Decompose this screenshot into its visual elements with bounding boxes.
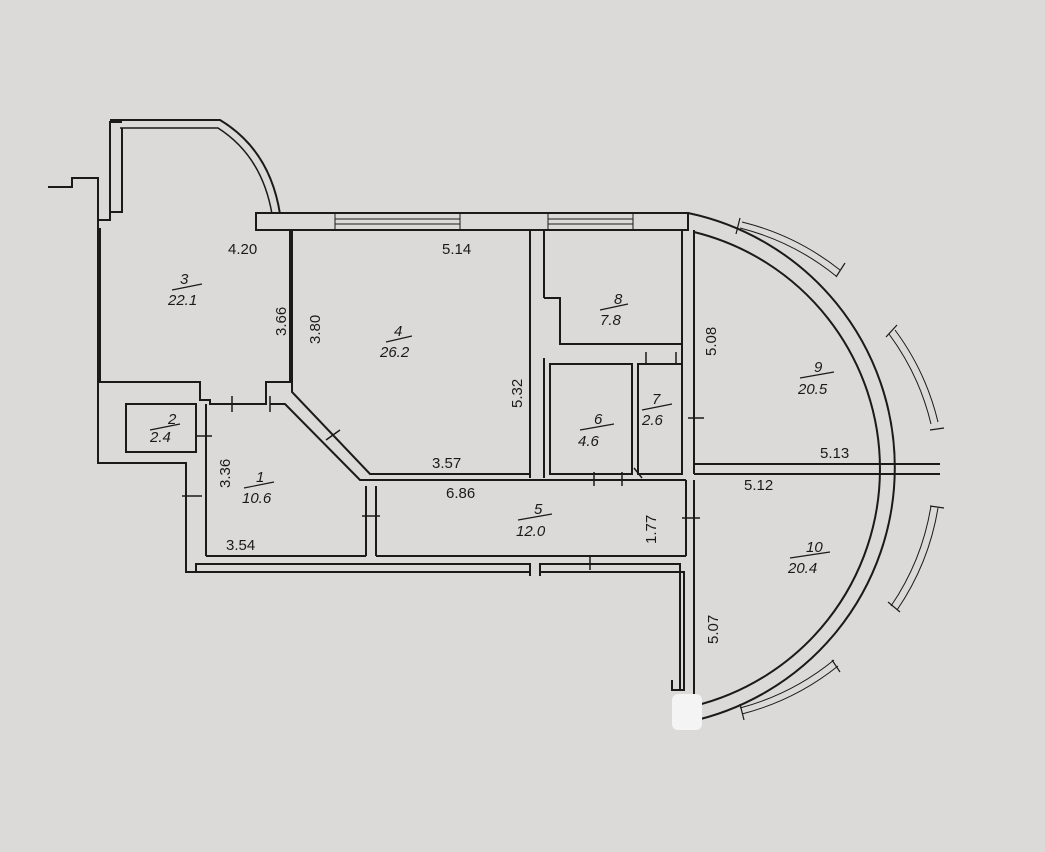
room-2-number: 2 <box>167 411 177 428</box>
dimension-labels: 4.20 5.14 3.66 3.80 5.32 5.08 3.36 3.57 … <box>217 241 849 644</box>
room-10-number: 10 <box>806 539 823 556</box>
dim-3-36: 3.36 <box>217 459 234 488</box>
room-7-number: 7 <box>652 391 661 408</box>
room-1-number: 1 <box>256 469 264 486</box>
bottom-wall <box>195 563 681 690</box>
dim-3-66: 3.66 <box>273 307 290 336</box>
room-6-area: 4.6 <box>578 433 600 450</box>
dim-6-86: 6.86 <box>446 485 475 502</box>
room-5-area: 12.0 <box>516 523 546 540</box>
room-8-area: 7.8 <box>600 312 622 329</box>
dim-5-32: 5.32 <box>509 379 526 408</box>
dim-5-07: 5.07 <box>705 615 722 644</box>
semicircle-walls <box>687 212 945 723</box>
room-2-area: 2.4 <box>149 429 171 446</box>
outer-wall-left <box>48 177 530 573</box>
interior-walls <box>125 230 940 706</box>
room-4-area: 26.2 <box>379 344 410 361</box>
semicircle-inner <box>693 231 881 707</box>
semicircle-outer <box>687 212 896 723</box>
room-9-area: 20.5 <box>797 381 828 398</box>
balcony-top-wall-inner <box>120 127 273 215</box>
dim-1-77: 1.77 <box>643 515 660 544</box>
room-9-number: 9 <box>814 359 823 376</box>
top-windows <box>334 212 634 231</box>
room-labels: 3 22.1 4 26.2 8 7.8 9 20.5 6 4.6 7 2.6 <box>149 271 835 577</box>
room-7-area: 2.6 <box>641 412 664 429</box>
bottom-wall-right <box>539 564 685 691</box>
room-label-1: 1 10.6 <box>242 469 275 507</box>
room-3-wall <box>99 128 291 405</box>
dim-5-13: 5.13 <box>820 445 849 462</box>
dim-3-54: 3.54 <box>226 537 255 554</box>
room-label-7: 7 2.6 <box>641 391 673 429</box>
room-label-4: 4 26.2 <box>379 323 413 361</box>
outer-walls <box>48 119 689 691</box>
room-6-number: 6 <box>594 411 603 428</box>
dim-3-80: 3.80 <box>307 315 324 344</box>
room-label-8: 8 7.8 <box>599 291 629 329</box>
room-5-number: 5 <box>534 501 543 518</box>
room-label-3: 3 22.1 <box>167 271 203 309</box>
room-3-number: 3 <box>180 271 189 288</box>
room-8-number: 8 <box>614 291 623 308</box>
room-1-area: 10.6 <box>242 490 272 507</box>
room-4-number: 4 <box>394 323 402 340</box>
room-label-2: 2 2.4 <box>149 411 181 446</box>
blank-patch <box>672 694 702 730</box>
dim-5-12: 5.12 <box>744 477 773 494</box>
room-label-9: 9 20.5 <box>797 359 835 398</box>
dim-4-20: 4.20 <box>228 241 257 258</box>
room-3-area: 22.1 <box>167 292 197 309</box>
room-label-6: 6 4.6 <box>578 411 615 450</box>
room-10-area: 20.4 <box>787 560 817 577</box>
dim-3-57: 3.57 <box>432 455 461 472</box>
room-label-10: 10 20.4 <box>787 539 831 577</box>
top-wall-strip <box>255 212 689 231</box>
dim-5-08: 5.08 <box>703 327 720 356</box>
outer-wall-left-inner <box>98 121 122 221</box>
dim-5-14: 5.14 <box>442 241 471 258</box>
door-ticks <box>182 352 704 570</box>
room-label-5: 5 12.0 <box>516 501 553 540</box>
balcony-top-wall <box>110 119 281 215</box>
